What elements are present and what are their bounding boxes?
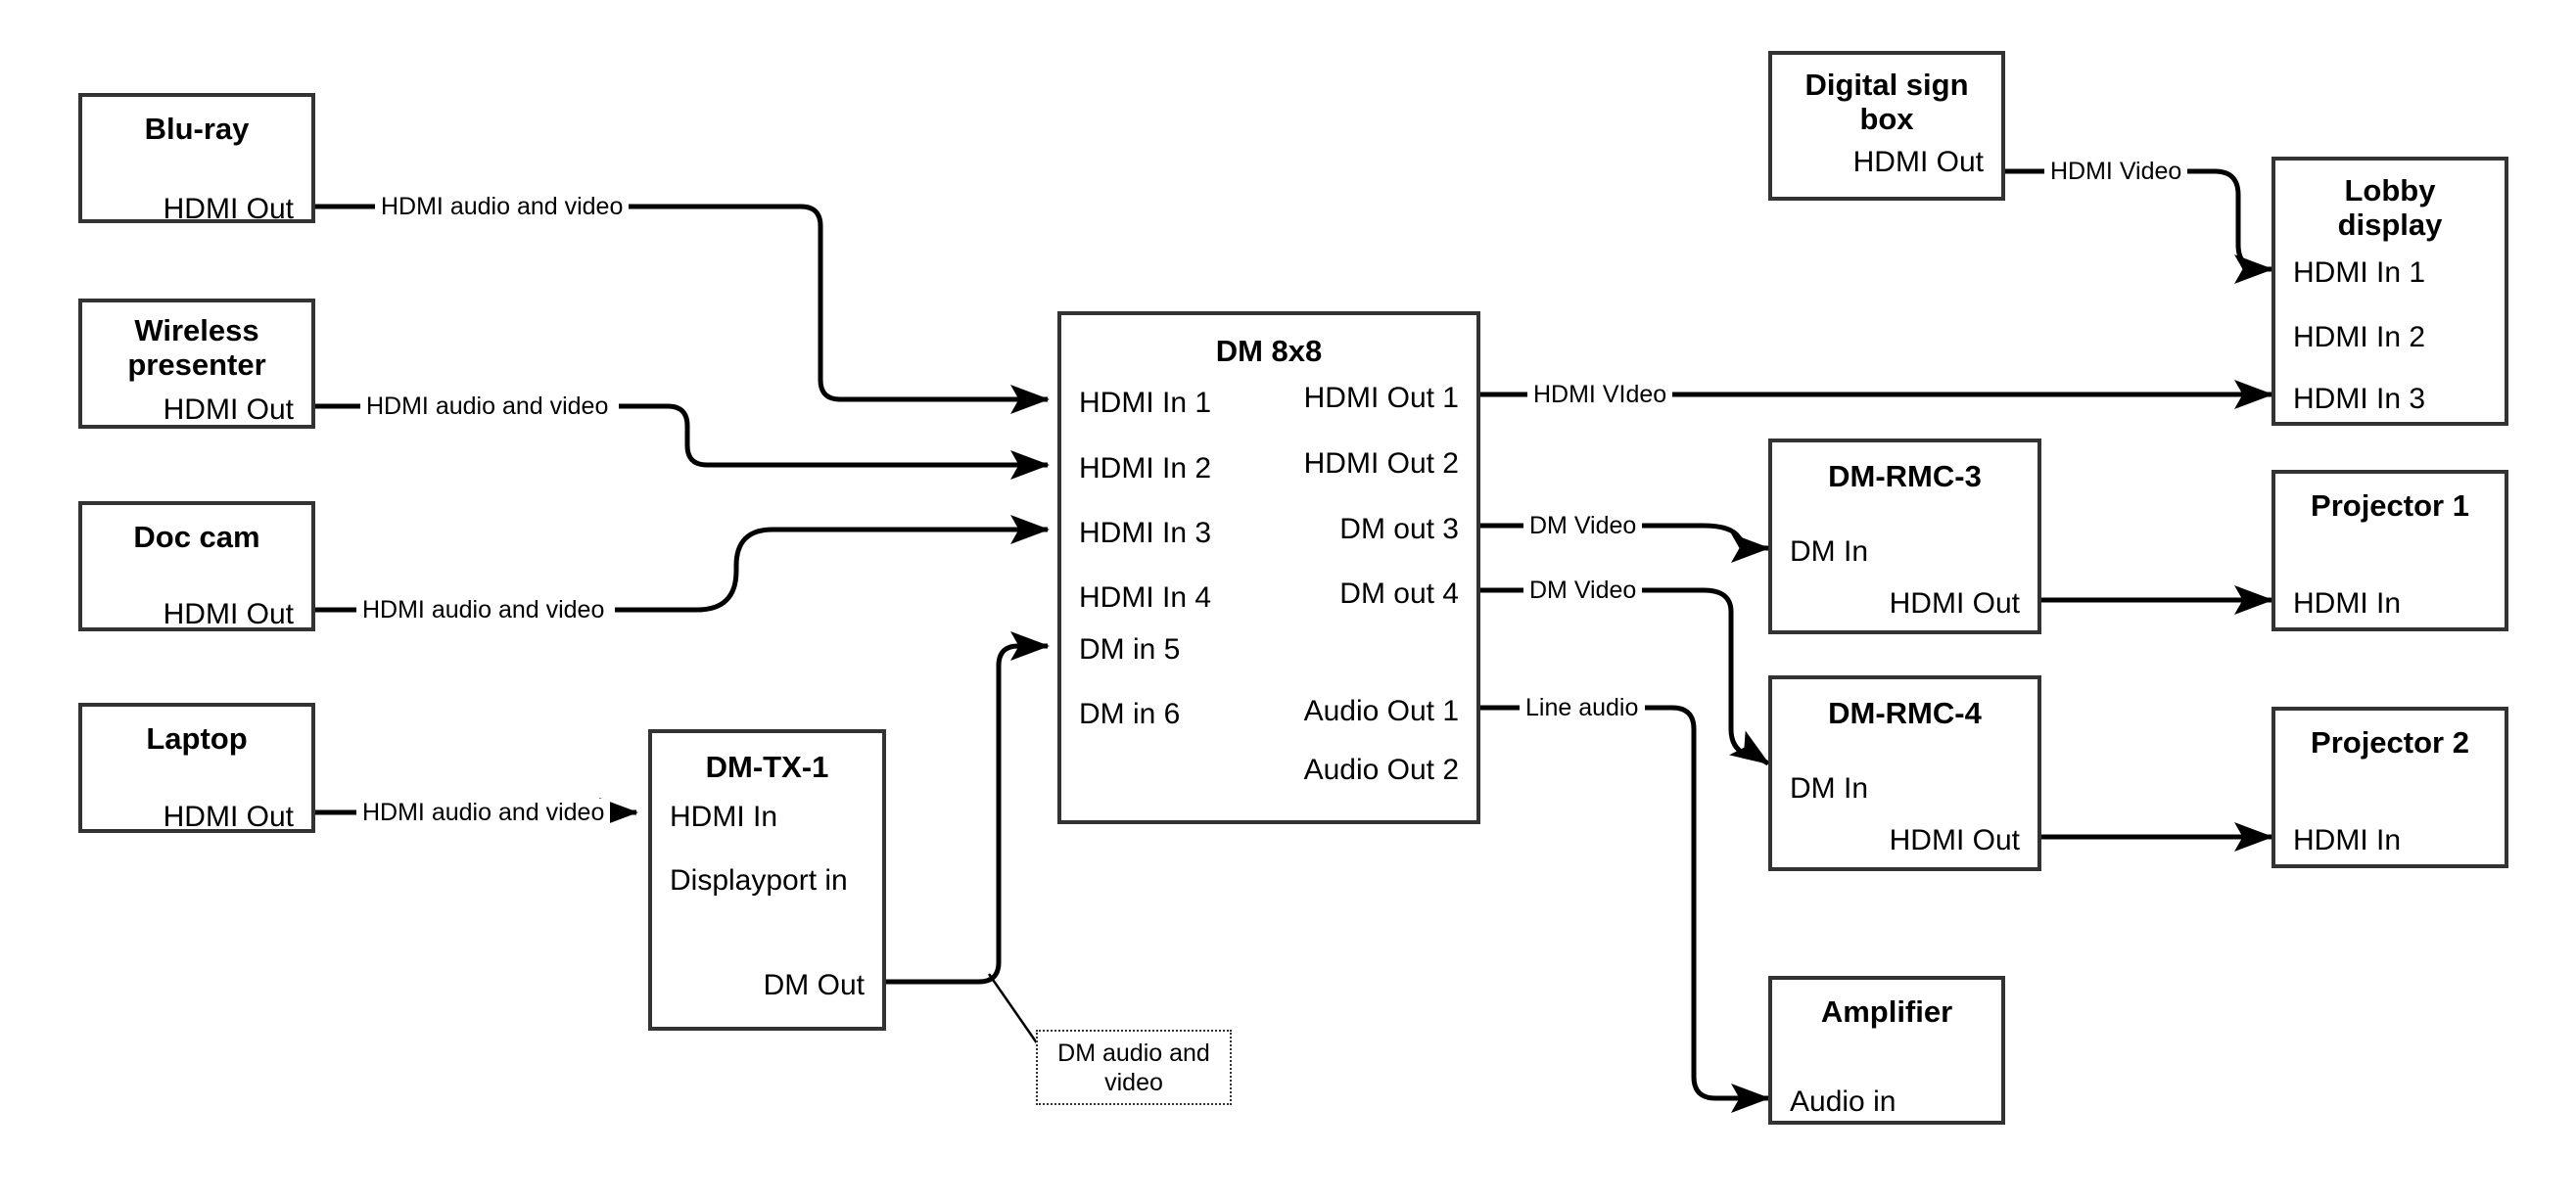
edge-label-laptop-to-dmtx1: HDMI audio and video [356, 799, 611, 827]
note-dm-audio-and-video-line1: DM audio and [1057, 1039, 1210, 1067]
edge-label-wireless-to-dm: HDMI audio and video [360, 393, 615, 421]
node-laptop-title: Laptop [146, 721, 248, 756]
node-lobby-display[interactable]: Lobby display HDMI In 1 HDMI In 2 HDMI I… [2272, 157, 2508, 426]
node-dm-tx-1-port-displayport-in: Displayport in [670, 864, 848, 897]
node-dm-8x8-title: DM 8x8 [1215, 334, 1323, 368]
node-doc-cam-title: Doc cam [133, 520, 260, 554]
node-lobby-display-port-hdmi-in-1: HDMI In 1 [2293, 256, 2426, 289]
node-dm-tx-1-port-hdmi-in: HDMI In [670, 801, 778, 833]
node-dm-rmc-4-port-hdmi-out: HDMI Out [1889, 824, 2020, 856]
node-dm-rmc-3-title: DM-RMC-3 [1828, 459, 1982, 493]
node-dm-8x8-output-hdmi-out-2: HDMI Out 2 [1303, 447, 1459, 480]
node-dm-8x8-output-hdmi-out-1: HDMI Out 1 [1303, 382, 1459, 414]
node-dm-tx-1-port-dm-out: DM Out [763, 969, 865, 1001]
wire-sign-to-lobby-in1 [2005, 168, 2272, 269]
note-leader-line [987, 973, 1042, 1048]
node-laptop[interactable]: Laptop HDMI Out [78, 703, 315, 833]
node-dm-rmc-4-port-dm-in: DM In [1790, 772, 1869, 805]
node-wireless-presenter[interactable]: Wireless presenter HDMI Out [78, 299, 315, 429]
node-wireless-presenter-port-hdmi-out: HDMI Out [163, 393, 294, 426]
node-projector-2-port-hdmi-in: HDMI In [2293, 824, 2402, 856]
node-dm-8x8-input-hdmi-in-3: HDMI In 3 [1079, 517, 1212, 549]
node-dm-rmc-4[interactable]: DM-RMC-4 DM In HDMI Out [1768, 675, 2041, 871]
node-dm-8x8-output-dm-out-4: DM out 4 [1339, 577, 1459, 610]
note-dm-audio-and-video: DM audio and video [1036, 1030, 1232, 1105]
wire-dm-audioout1-to-amplifier [1480, 705, 1768, 1098]
edge-label-doccam-to-dm: HDMI audio and video [356, 596, 611, 624]
node-laptop-port-hdmi-out: HDMI Out [163, 801, 294, 833]
node-dm-8x8-input-dm-in-5: DM in 5 [1079, 633, 1181, 666]
node-wireless-presenter-title-line1: Wireless [134, 313, 259, 347]
note-dm-audio-and-video-line2: video [1104, 1068, 1163, 1096]
node-digital-sign-box-title-line1: Digital sign [1804, 68, 1969, 102]
node-dm-8x8-output-audio-out-1: Audio Out 1 [1303, 695, 1459, 727]
node-digital-sign-box[interactable]: Digital sign box HDMI Out [1768, 51, 2005, 201]
node-blu-ray-title: Blu-ray [144, 112, 250, 146]
node-lobby-display-port-hdmi-in-2: HDMI In 2 [2293, 321, 2426, 353]
edge-label-bluray-to-dm: HDMI audio and video [375, 193, 630, 221]
node-doc-cam[interactable]: Doc cam HDMI Out [78, 501, 315, 631]
edge-label-dmout4-to-rmc4: DM Video [1523, 577, 1643, 605]
wire-bluray-to-dm-in1 [315, 204, 1048, 399]
edge-label-hdmiout1-to-lobby: HDMI VIdeo [1527, 381, 1673, 409]
node-projector-1-port-hdmi-in: HDMI In [2293, 587, 2402, 620]
node-dm-8x8-input-hdmi-in-1: HDMI In 1 [1079, 387, 1212, 419]
node-dm-rmc-3-port-dm-in: DM In [1790, 535, 1869, 568]
node-dm-8x8-input-hdmi-in-2: HDMI In 2 [1079, 452, 1212, 485]
wire-dmtx1-to-dm-in5 [886, 630, 1051, 985]
node-digital-sign-box-title-line2: box [1859, 102, 1914, 136]
node-dm-tx-1[interactable]: DM-TX-1 HDMI In Displayport in DM Out [648, 729, 886, 1031]
edge-label-sign-to-lobby: HDMI Video [2044, 158, 2188, 186]
node-dm-8x8-output-dm-out-3: DM out 3 [1339, 513, 1459, 545]
node-lobby-display-title-line1: Lobby [2344, 173, 2436, 208]
node-projector-2[interactable]: Projector 2 HDMI In [2272, 707, 2508, 868]
node-dm-8x8-input-dm-in-6: DM in 6 [1079, 698, 1181, 730]
edge-label-audioout1-to-amplifier: Line audio [1520, 694, 1645, 722]
node-blu-ray-port-hdmi-out: HDMI Out [163, 193, 294, 225]
node-dm-8x8-output-audio-out-2: Audio Out 2 [1303, 754, 1459, 786]
node-digital-sign-box-port-hdmi-out: HDMI Out [1852, 146, 1984, 178]
node-amplifier-port-audio-in: Audio in [1790, 1086, 1897, 1118]
node-lobby-display-port-hdmi-in-3: HDMI In 3 [2293, 383, 2426, 415]
node-blu-ray[interactable]: Blu-ray HDMI Out [78, 93, 315, 225]
node-dm-8x8[interactable]: DM 8x8 HDMI In 1 HDMI In 2 HDMI In 3 HDM… [1057, 311, 1480, 824]
node-doc-cam-port-hdmi-out: HDMI Out [163, 598, 294, 630]
node-projector-2-title: Projector 2 [2311, 725, 2469, 760]
node-lobby-display-title-line2: display [2337, 208, 2443, 242]
node-wireless-presenter-title-line2: presenter [127, 347, 266, 382]
node-dm-8x8-input-hdmi-in-4: HDMI In 4 [1079, 581, 1212, 614]
node-projector-1-title: Projector 1 [2311, 488, 2469, 523]
wire-dm-dmout4-to-rmc4 [1480, 587, 1768, 763]
node-dm-rmc-3[interactable]: DM-RMC-3 DM In HDMI Out [1768, 439, 2041, 634]
node-dm-tx-1-title: DM-TX-1 [705, 750, 829, 784]
node-dm-rmc-4-title: DM-RMC-4 [1828, 696, 1982, 730]
node-projector-1[interactable]: Projector 1 HDMI In [2272, 470, 2508, 631]
node-amplifier-title: Amplifier [1820, 994, 1953, 1029]
edge-label-dmout3-to-rmc3: DM Video [1523, 512, 1643, 540]
node-amplifier[interactable]: Amplifier Audio in [1768, 976, 2005, 1125]
node-dm-rmc-3-port-hdmi-out: HDMI Out [1889, 587, 2020, 620]
